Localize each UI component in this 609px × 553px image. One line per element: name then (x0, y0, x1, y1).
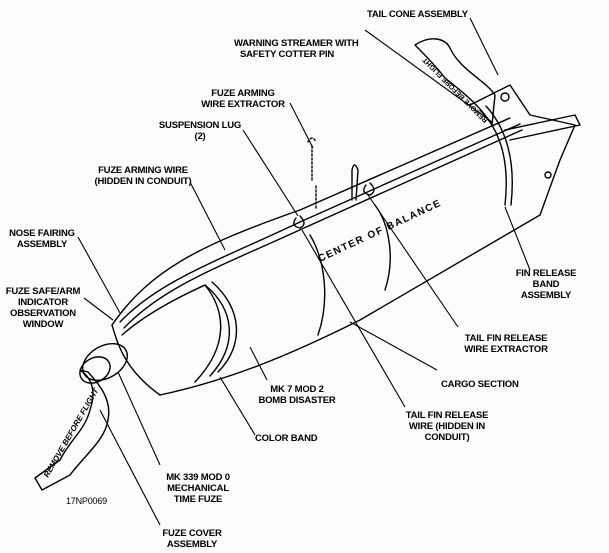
leader-nose-fairing (77, 236, 121, 314)
label-line: ASSEMBLY (166, 539, 218, 550)
label-line: ASSEMBLY (520, 290, 572, 301)
center-of-balance-curve (309, 234, 326, 336)
label-line: WARNING STREAMER WITH (234, 38, 359, 49)
leader-fin-band (504, 206, 531, 271)
label-line: COLOR BAND (255, 433, 318, 444)
label-tail-cone-assembly: TAIL CONE ASSEMBLY (367, 9, 468, 20)
label-line: BAND (532, 279, 560, 290)
nose-ogive (121, 284, 222, 383)
leader-fuze-cover (99, 409, 161, 526)
label-cargo-section: CARGO SECTION (441, 379, 519, 390)
label-line: OBSERVATION (10, 308, 76, 319)
label-line: BOMB DISASTER (258, 395, 336, 406)
label-line: ASSEMBLY (16, 239, 68, 250)
leader-disaster (249, 346, 268, 381)
nose-streamer-text: REMOVE BEFORE FLIGHT (42, 386, 101, 479)
figure-id-text: 17NP0069 (66, 496, 107, 506)
label-line: CARGO SECTION (441, 379, 519, 390)
label-line: WINDOW (22, 319, 64, 330)
label-line: TAIL CONE ASSEMBLY (367, 9, 468, 20)
label-line: FUZE ARMING (211, 88, 275, 99)
label-line: INDICATOR (17, 297, 69, 308)
tail-hole-2 (544, 171, 552, 179)
label-line: SUSPENSION LUG (158, 120, 242, 131)
label-line: MK 339 MOD 0 (166, 472, 230, 483)
color-band-line (204, 284, 231, 377)
label-suspension-lug: SUSPENSION LUG(2) (155, 120, 245, 142)
label-line: (HIDDEN IN CONDUIT) (94, 176, 192, 187)
label-line: FUZE COVER (162, 528, 222, 539)
leader-fuze-window (83, 297, 114, 321)
label-line: WIRE EXTRACTOR (464, 344, 548, 355)
center-of-balance-text: CENTER OF BALANCE (317, 198, 444, 265)
label-fuze-arming-wire: FUZE ARMING WIRE(HIDDEN IN CONDUIT) (88, 165, 198, 187)
bomb-body-top-edge (111, 117, 511, 326)
tail-streamer (414, 38, 496, 126)
leader-tail-cone (469, 17, 499, 76)
label-line: TIME FUZE (173, 494, 223, 505)
label-line: NOSE FAIRING (9, 228, 75, 239)
conduit (119, 123, 521, 323)
conduit-2 (123, 129, 523, 329)
label-line: WIRE (HIDDEN IN (408, 421, 486, 432)
suspension-lug-2 (363, 182, 375, 196)
tail-streamer-text: REMOVE BEFORE FLIGHT (421, 55, 489, 123)
label-line: (2) (194, 131, 206, 142)
label-line: FUZE ARMING WIRE (98, 165, 188, 176)
label-line: SAFETY COTTER PIN (240, 49, 335, 60)
leader-warning-streamer (364, 29, 493, 123)
leader-tail-wire (301, 229, 406, 408)
tail-hole-1 (500, 92, 510, 102)
label-line: TAIL FIN RELEASE (405, 410, 489, 421)
tail-rod (504, 114, 581, 141)
label-line: WIRE EXTRACTOR (201, 99, 285, 110)
color-band-line-2 (211, 281, 238, 373)
label-line: MECHANICAL (167, 483, 229, 494)
suspension-lug-1 (293, 215, 305, 229)
bomb-body-bottom-edge (159, 214, 541, 396)
leader-arming-extractor (289, 102, 314, 149)
fuze-cap (79, 356, 111, 384)
nose-cone (111, 324, 161, 396)
leader-tail-extractor (367, 194, 459, 328)
label-line: FUZE SAFE/ARM (5, 286, 81, 297)
arming-wire-chain (307, 137, 317, 209)
leader-suspension-lug (242, 129, 299, 217)
figure-id: 17NP0069 (66, 496, 107, 507)
tail-band-2 (485, 105, 513, 206)
leader-cargo (349, 321, 438, 371)
label-line: FIN RELEASE (515, 268, 577, 279)
label-line: TAIL FIN RELEASE (464, 333, 548, 344)
tail-wire-chain (351, 164, 359, 201)
center-of-balance-curve-2 (374, 204, 391, 291)
tail-cone (469, 84, 576, 216)
leader-time-fuze (117, 371, 161, 466)
leader-fuze-arming-wire (189, 181, 226, 251)
label-line: MK 7 MOD 2 (270, 384, 324, 395)
leader-color-band (219, 376, 256, 436)
label-line: CONDUIT) (424, 432, 470, 443)
nose-streamer (34, 369, 110, 491)
label-color-band: COLOR BAND (255, 433, 318, 444)
